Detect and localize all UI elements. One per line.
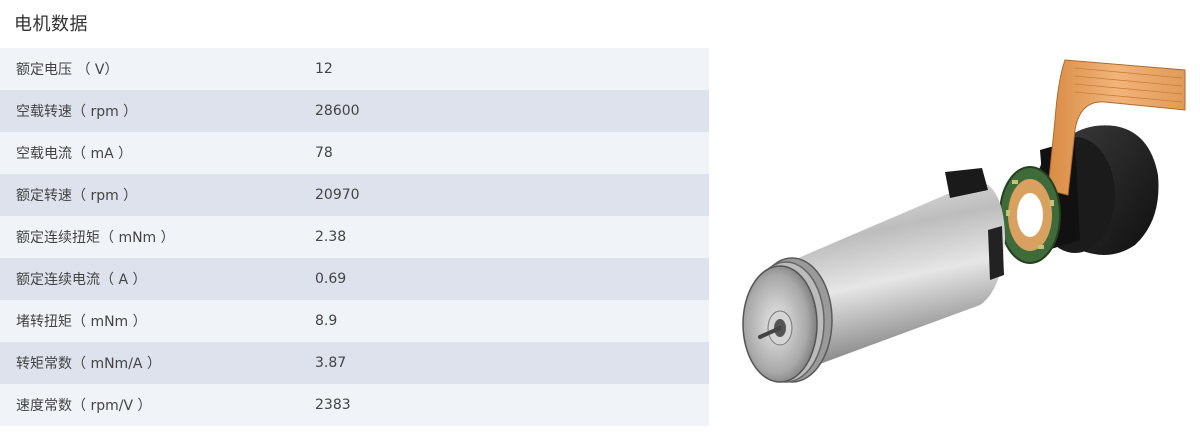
flex-cable [1047, 59, 1186, 196]
spec-row-no-load-speed: 空载转速（ rpm ） 28600 [0, 90, 709, 132]
spec-row-rated-speed: 额定转速（ rpm ） 20970 [0, 174, 709, 216]
spec-label: 转矩常数（ mNm/A ） [16, 356, 161, 372]
spec-value: 78 [315, 145, 333, 161]
spec-value: 20970 [315, 187, 360, 203]
spec-row-stall-torque: 堵转扭矩（ mNm ） 8.9 [0, 300, 709, 342]
spec-label: 额定电压 （ V） [16, 62, 119, 78]
spec-value: 2.38 [315, 229, 347, 245]
spec-value: 2383 [315, 397, 351, 413]
spec-value: 28600 [315, 103, 360, 119]
section-title: 电机数据 [14, 14, 88, 35]
spec-row-speed-constant: 速度常数（ rpm/V ） 2383 [0, 384, 709, 426]
spec-label: 额定转速（ rpm ） [16, 188, 138, 204]
spec-label: 额定连续电流（ A ） [16, 272, 147, 288]
motor-body [742, 168, 1005, 383]
spec-row-torque-constant: 转矩常数（ mNm/A ） 3.87 [0, 342, 709, 384]
spec-row-no-load-current: 空载电流（ mA ） 78 [0, 132, 709, 174]
encoder-pcb [999, 166, 1061, 264]
spec-row-rated-continuous-torque: 额定连续扭矩（ mNm ） 2.38 [0, 216, 709, 258]
spec-value: 3.87 [315, 355, 347, 371]
spec-label: 空载电流（ mA ） [16, 146, 133, 162]
motor-exploded-illustration [742, 59, 1186, 383]
spec-value: 8.9 [315, 313, 338, 329]
spec-row-rated-voltage: 额定电压 （ V） 12 [0, 48, 709, 90]
spec-table: 额定电压 （ V） 12 空载转速（ rpm ） 28600 空载电流（ mA … [0, 48, 709, 426]
spec-label: 速度常数（ rpm/V ） [16, 398, 152, 414]
spec-value: 12 [315, 61, 333, 77]
spec-label: 堵转扭矩（ mNm ） [16, 314, 147, 330]
spec-label: 空载转速（ rpm ） [16, 104, 138, 120]
spec-label: 额定连续扭矩（ mNm ） [16, 230, 175, 246]
spec-row-rated-continuous-current: 额定连续电流（ A ） 0.69 [0, 258, 709, 300]
spec-value: 0.69 [315, 271, 347, 287]
